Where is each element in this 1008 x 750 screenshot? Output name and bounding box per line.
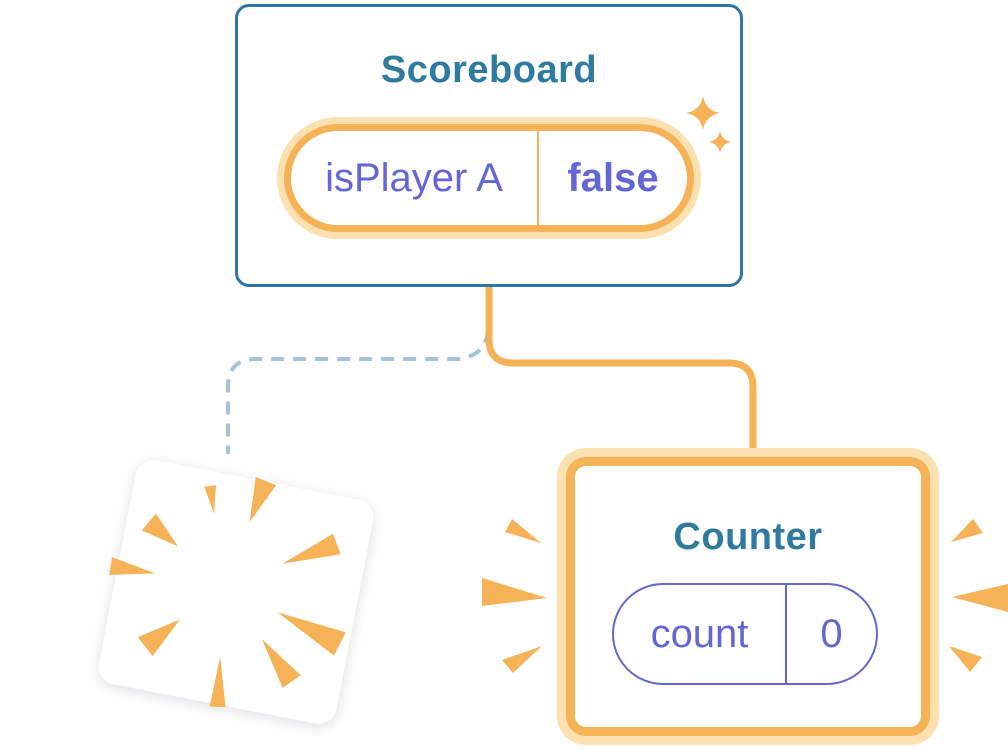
counter-burst-left-icon [482,519,547,673]
scoreboard-state-pill: isPlayer A false [284,124,694,232]
scoreboard-state-key: isPlayer A [325,156,503,200]
counter-state-key: count [650,612,749,656]
counter-state-pill: count 0 [612,583,878,685]
counter-burst-right-icon [949,519,1008,672]
counter-state-value: 0 [820,612,843,656]
destroyed-component-card [98,460,374,724]
scoreboard-state-value: false [567,156,659,200]
counter-title: Counter [673,516,823,558]
counter-card: Counter count 0 [566,457,930,736]
dashed-connector-line [226,329,490,454]
scoreboard-card: Scoreboard isPlayer A false [235,4,743,287]
active-connector-line [485,276,757,459]
pill-divider [785,585,787,683]
pill-divider [537,131,539,225]
scoreboard-title: Scoreboard [380,49,598,91]
destroyed-burst-icon [109,477,346,708]
